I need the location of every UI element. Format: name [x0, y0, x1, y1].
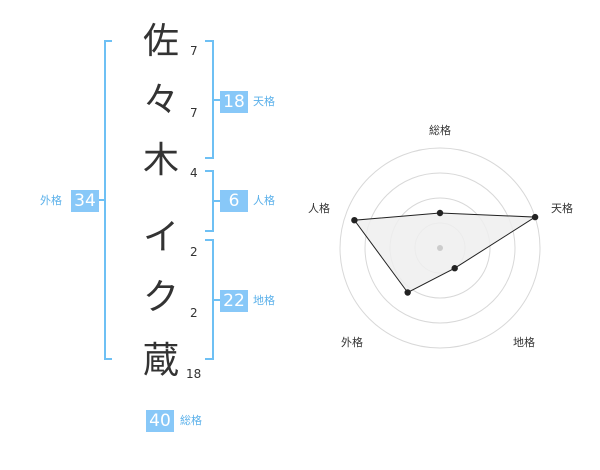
name-char-2: 々 [142, 80, 179, 121]
radar-axis-label-jinkaku: 人格 [308, 201, 330, 215]
soukaku-label: 総格 [180, 414, 202, 427]
soukaku-value: 40 [146, 410, 174, 432]
radar-point [451, 265, 458, 272]
tenkaku-value: 18 [220, 91, 248, 113]
stroke-count-4: 2 [190, 245, 198, 259]
tenkaku-label: 天格 [253, 95, 275, 108]
chikaku-bracket [205, 239, 220, 360]
radar-axis-label-soukaku: 総格 [429, 123, 451, 137]
jinkaku-label: 人格 [253, 194, 275, 207]
radar-polygon [353, 212, 537, 294]
name-char-1: 佐 [142, 21, 179, 62]
chikaku-value: 22 [220, 290, 248, 312]
radar-axis-label-gaikaku: 外格 [341, 335, 363, 349]
stroke-count-1: 7 [190, 44, 198, 58]
name-char-5: ク [142, 277, 179, 318]
radar-ring [364, 172, 516, 324]
radar-point [404, 289, 411, 296]
radar-point [436, 209, 444, 217]
jinkaku-value: 6 [220, 190, 248, 212]
radar-axis-label-tenkaku: 天格 [551, 201, 573, 215]
radar-ring [339, 147, 541, 349]
radar-axis-label-chikaku: 地格 [513, 335, 535, 349]
radar-point [351, 216, 358, 224]
tenkaku-bracket [205, 40, 220, 159]
radar-chart: 総格 天格 地格 外格 人格 [308, 123, 573, 349]
name-char-6: 蔵 [142, 340, 179, 381]
stroke-count-5: 2 [190, 306, 198, 320]
name-char-4: イ [142, 217, 179, 258]
stroke-count-3: 4 [190, 166, 198, 180]
stroke-count-6: 18 [186, 367, 202, 381]
name-char-3: 木 [142, 140, 179, 181]
jinkaku-bracket [205, 170, 220, 232]
radar-center-dot [437, 245, 443, 251]
chikaku-label: 地格 [253, 294, 275, 307]
radar-point [531, 213, 539, 221]
stroke-count-2: 7 [190, 106, 198, 120]
gaikaku-value: 34 [71, 190, 99, 212]
gaikaku-label: 外格 [40, 194, 62, 207]
